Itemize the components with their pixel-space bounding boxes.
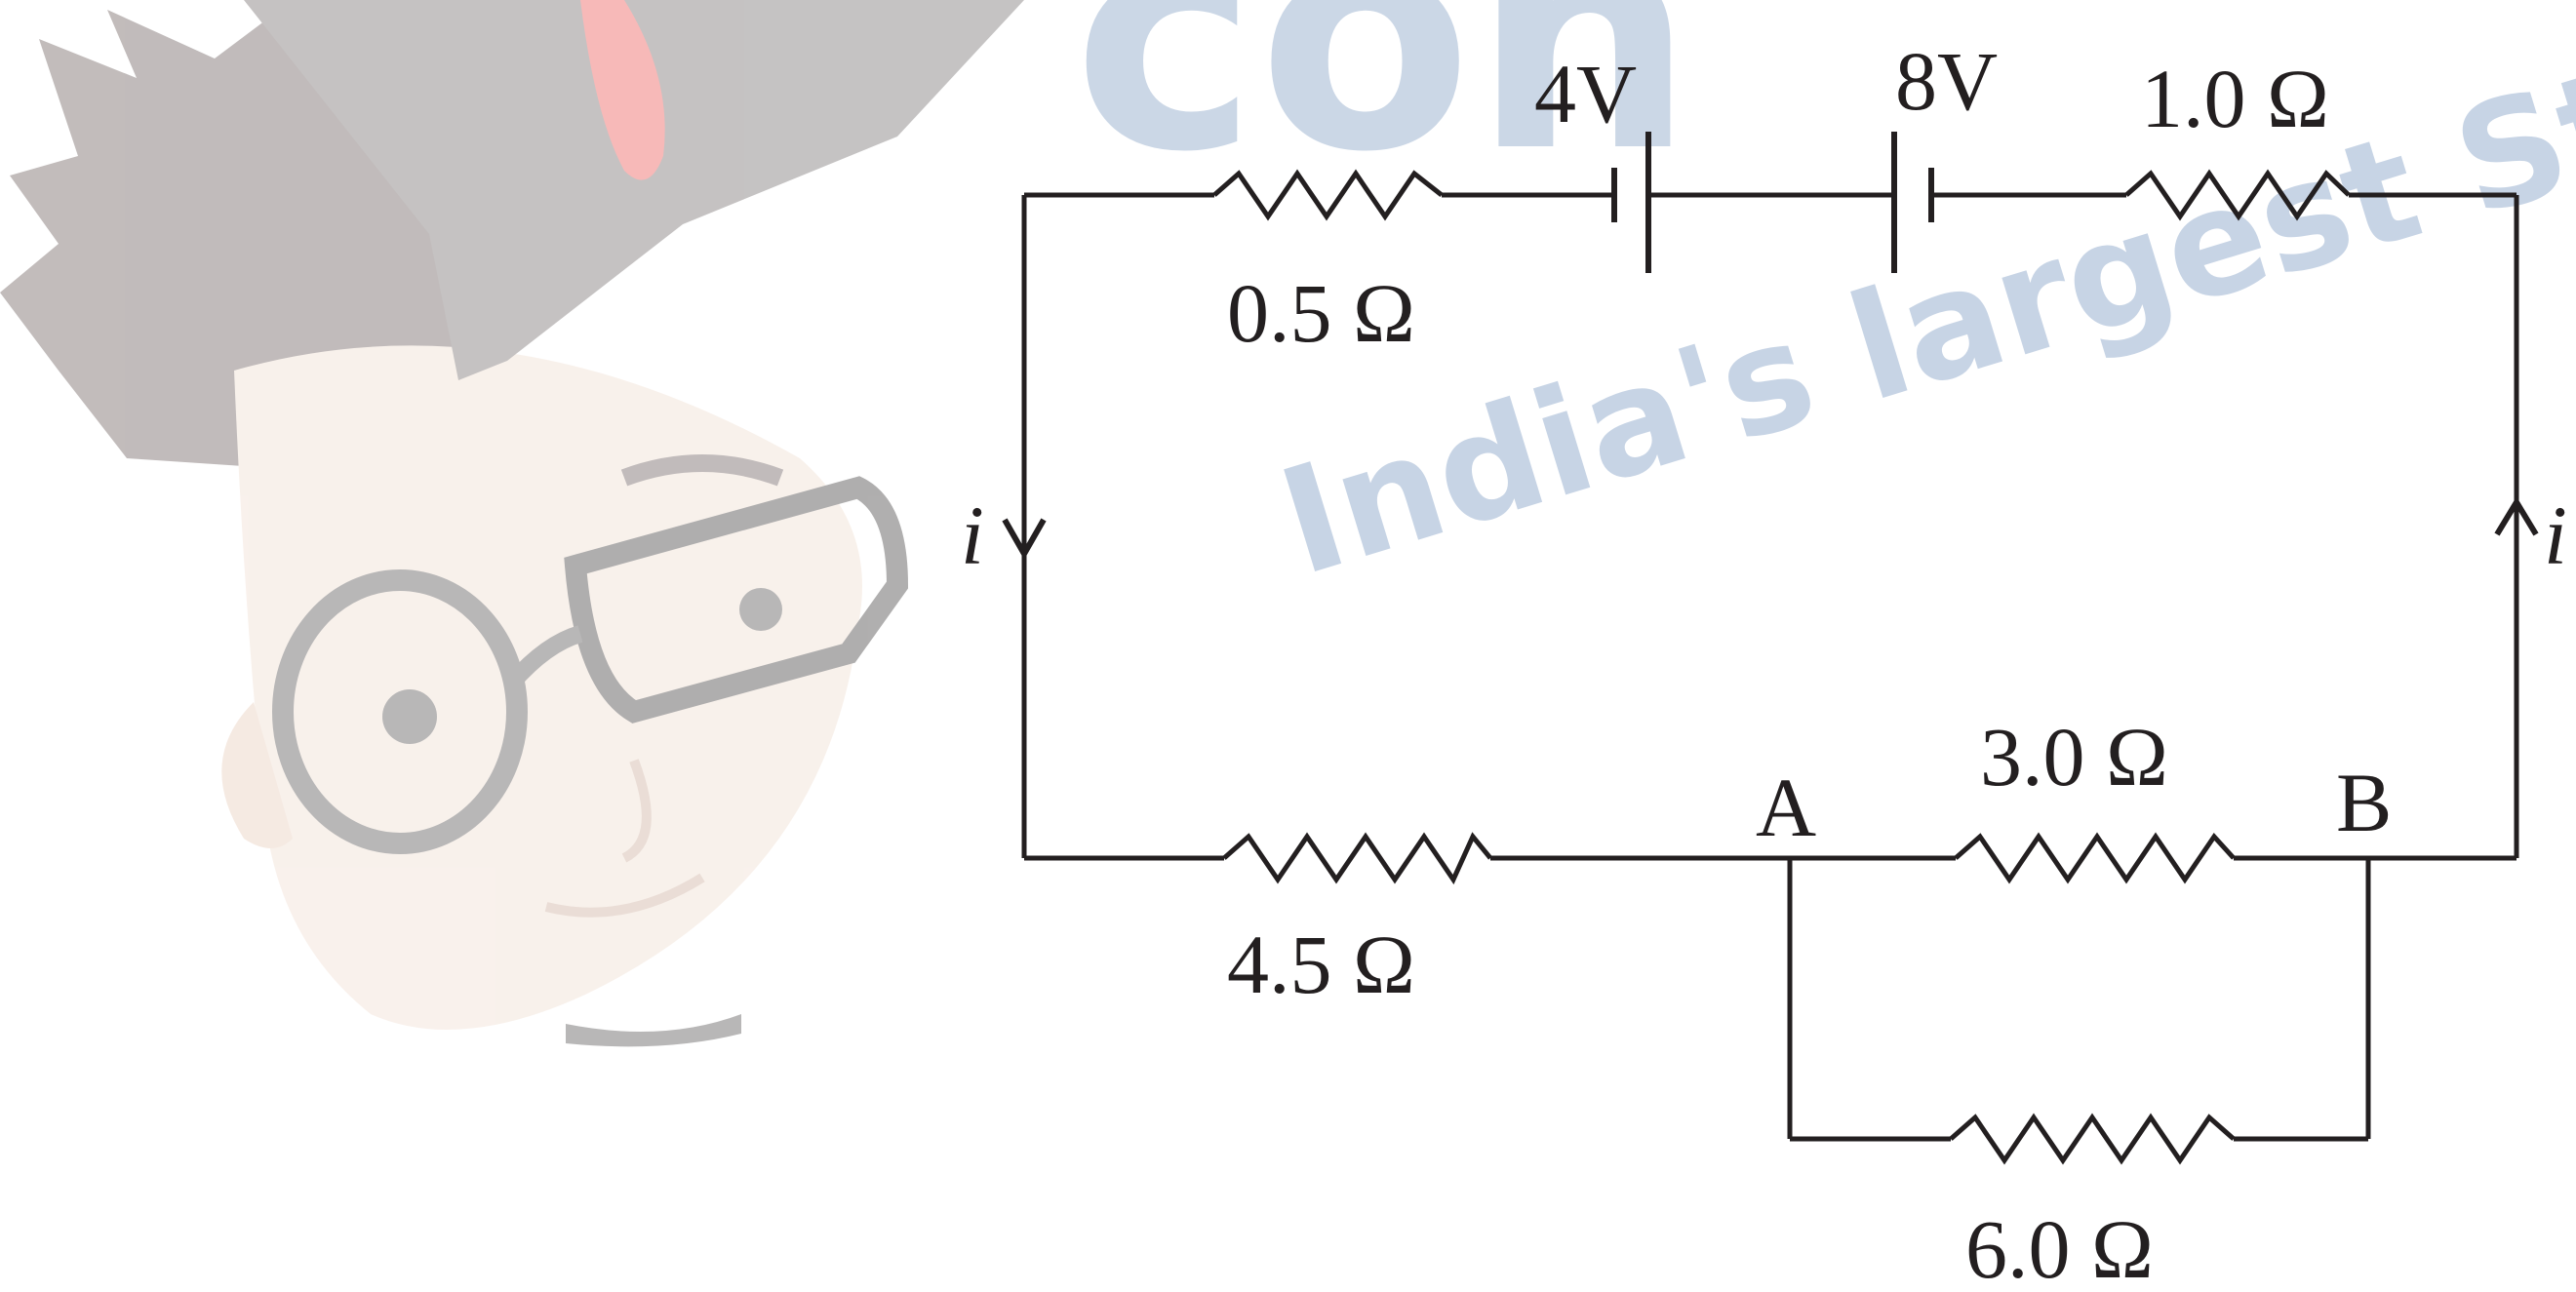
resistor-bottom-left-label: 4.5 Ω <box>1227 918 1415 1011</box>
resistor-parallel-top <box>1954 832 2236 884</box>
resistor-top-right <box>2124 169 2351 221</box>
current-right-label: i <box>2544 489 2567 582</box>
resistor-parallel-bottom <box>1949 1113 2236 1165</box>
current-arrow-down-icon <box>1002 518 1047 561</box>
battery-8v <box>1891 132 1934 273</box>
resistor-bottom-left <box>1222 832 1492 885</box>
current-arrow-up-icon <box>2494 496 2539 536</box>
watermark-logo-text: con <box>1073 0 1694 220</box>
node-b-label: B <box>2336 756 2392 849</box>
resistor-parallel-top-label: 3.0 Ω <box>1980 710 2168 803</box>
resistor-parallel-bottom-label: 6.0 Ω <box>1965 1202 2154 1292</box>
node-a-label: A <box>1756 761 1816 854</box>
resistor-top-right-label: 1.0 Ω <box>2141 52 2329 145</box>
current-left-label: i <box>961 489 984 582</box>
battery-4v-label: 4V <box>1534 47 1637 140</box>
battery-8v-label: 8V <box>1895 34 1998 128</box>
circuit-wires <box>1021 192 2519 1142</box>
battery-4v <box>1611 132 1651 273</box>
mascot-illustration <box>0 0 1024 1047</box>
resistor-top-left <box>1212 169 1444 221</box>
resistor-top-left-label: 0.5 Ω <box>1227 266 1415 360</box>
